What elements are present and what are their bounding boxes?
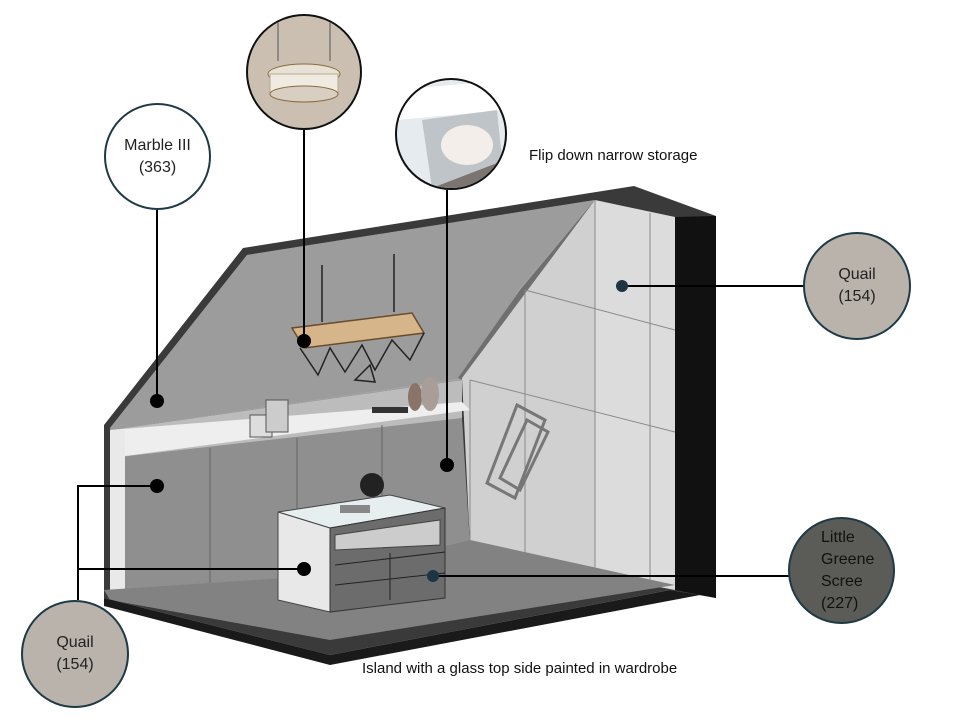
swatch-little-greene-scree: Little Greene Scree (227) bbox=[788, 517, 895, 624]
swatch-quail-left-code: (154) bbox=[56, 656, 94, 673]
leader-lines bbox=[77, 127, 805, 600]
marker-chandelier bbox=[297, 334, 311, 348]
shelf-decor bbox=[249, 377, 439, 438]
chandelier-photo bbox=[246, 14, 362, 130]
island-sketch bbox=[277, 473, 446, 613]
caption-island: Island with a glass top side painted in … bbox=[362, 660, 678, 677]
marker-marble bbox=[150, 394, 164, 408]
swatch-quail-right: Quail (154) bbox=[803, 232, 911, 340]
room-shell bbox=[104, 186, 716, 665]
swatch-marble-name: Marble III bbox=[124, 136, 191, 154]
chandelier-icon bbox=[267, 21, 341, 103]
storage-flip-icon bbox=[397, 80, 505, 188]
marker-quail-left-upper bbox=[150, 479, 164, 493]
storage-photo bbox=[395, 78, 507, 190]
marker-island bbox=[297, 562, 311, 576]
swatch-quail-right-code: (154) bbox=[838, 288, 876, 305]
swatch-marble-iii: Marble III (363) bbox=[104, 103, 211, 210]
swatch-quail-left: Quail (154) bbox=[21, 600, 129, 708]
swatch-little-greene-name: Little Greene Scree bbox=[821, 528, 875, 590]
marker-little-greene bbox=[427, 570, 439, 582]
swatch-little-greene-code: (227) bbox=[821, 594, 859, 612]
marker-storage bbox=[440, 458, 454, 472]
swatch-marble-code: (363) bbox=[138, 158, 177, 176]
marker-quail-right bbox=[616, 280, 628, 292]
caption-flip-down-storage: Flip down narrow storage bbox=[529, 147, 698, 164]
leader-dots bbox=[150, 280, 628, 582]
swatch-quail-left-name: Quail bbox=[56, 634, 94, 651]
swatch-quail-right-name: Quail bbox=[838, 266, 876, 283]
